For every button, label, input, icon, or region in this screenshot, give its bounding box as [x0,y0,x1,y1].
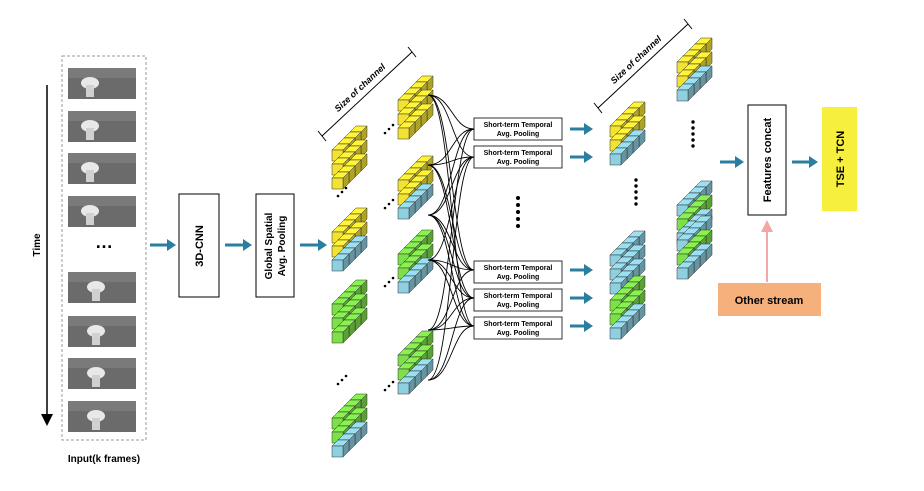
ellipsis-dots [383,276,395,288]
right-arrow-icon [570,123,593,135]
right-arrow-icon [300,239,327,251]
stap-line1: Short-term Temporal [484,150,553,157]
features-concat-box: Features concat [747,104,787,216]
stap-line1: Short-term Temporal [484,293,553,300]
connection-curve [427,156,475,166]
tse-tcn-box: TSE + TCN [822,107,857,211]
gsap-line2: Avg. Pooling [277,216,288,277]
stap-line2: Avg. Pooling [497,330,540,337]
hand-frame-icon [68,196,136,227]
right-arrow-icon [792,156,818,168]
connection-curve [427,297,475,331]
ellipsis-dots [336,186,348,198]
gsap-line1: Global Spatial [264,212,275,279]
connection-curve [427,156,475,381]
cnn-label: 3D-CNN [194,225,206,267]
other-stream-box: Other stream [718,283,821,316]
cube-icon [397,201,416,220]
connection-curve [427,128,475,331]
cube-icon [331,171,350,190]
right-arrow-icon [570,292,593,304]
connection-curve [427,128,475,216]
tse-tcn-label: TSE + TCN [835,131,847,188]
stap-line1: Short-term Temporal [484,265,553,272]
features-concat-label: Features concat [762,117,774,202]
hand-frame-icon [68,153,136,184]
global-spatial-pooling-box: Global Spatial Avg. Pooling [255,193,295,298]
input-label: Input(k frames) [68,454,140,465]
hand-frame-icon [68,401,136,432]
hand-frame-icon [68,272,136,303]
connection-curve [427,214,475,327]
connection-curve [427,94,475,271]
size-of-channel-label-2: Size of channel [609,33,664,85]
cube-icon [609,147,628,166]
connection-curve [427,297,475,381]
size-of-channel-label-1: Size of channel [333,61,388,113]
connection-curve [427,156,475,216]
stap-line2: Avg. Pooling [497,274,540,281]
connection-curve [427,156,475,261]
ellipsis-dots [383,198,395,210]
input-frame-border [61,55,147,441]
up-arrow-icon [761,220,773,282]
cube-icon [331,439,350,458]
time-axis: Time [32,85,53,426]
right-arrow-icon [570,151,593,163]
vertical-ellipsis [516,196,520,228]
connection-curve [427,94,475,158]
cube-icon [331,325,350,344]
connection-curve [427,214,475,271]
hand-frame-icon [68,68,136,99]
stap-line1: Short-term Temporal [484,122,553,129]
connection-curve [427,259,475,299]
right-arrow-icon [570,320,593,332]
cube-icon [609,321,628,340]
right-arrow-icon [225,239,252,251]
connection-curve [427,259,475,327]
right-arrow-icon [150,239,176,251]
ellipsis-dots [336,374,348,386]
cube-icon [331,253,350,272]
other-stream-label: Other stream [735,295,804,307]
connection-curve [427,325,475,381]
cube-icon [676,261,695,280]
vertical-ellipsis [634,178,638,206]
vertical-ellipsis [691,120,695,148]
cnn-box: 3D-CNN [178,193,220,298]
connection-curve [427,128,475,166]
hand-frame-icon [68,111,136,142]
hand-frame-icon [68,316,136,347]
input-ellipsis: … [95,232,113,252]
stap-line2: Avg. Pooling [497,302,540,309]
hand-frame-icon [68,358,136,389]
right-arrow-icon [720,156,744,168]
cube-icon [397,376,416,395]
connection-curve [427,94,475,130]
right-arrow-icon [570,264,593,276]
ellipsis-dots [383,380,395,392]
input-frames: … Input(k frames) [61,55,147,465]
cube-icon [676,83,695,102]
time-label: Time [32,233,43,257]
ellipsis-dots [383,123,395,135]
stap-line2: Avg. Pooling [497,159,540,166]
stap-line1: Short-term Temporal [484,321,553,328]
connection-curve [427,325,475,331]
connection-curve [427,269,475,331]
cube-icon [397,121,416,140]
stap-line2: Avg. Pooling [497,131,540,138]
cube-icon [397,275,416,294]
